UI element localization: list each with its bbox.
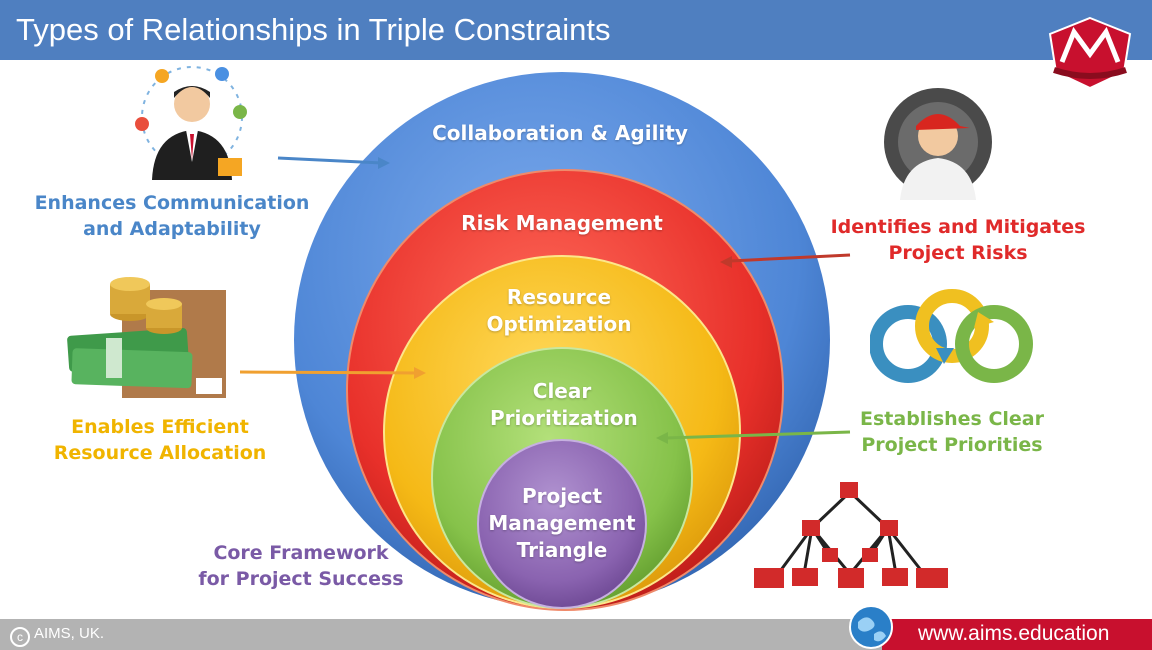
ring-triangle	[477, 439, 647, 609]
network-structure-icon	[754, 482, 948, 588]
label-core: Core Framework for Project Success	[198, 542, 404, 590]
label-communication: Enhances Communication and Adaptability	[34, 192, 310, 240]
ring-label-triangle: Project Management Triangle	[488, 484, 636, 562]
ring-label-prioritization: Clear Prioritization	[490, 379, 638, 430]
label-priorities: Establishes Clear Project Priorities	[860, 408, 1044, 456]
ring-label-risk: Risk Management	[461, 211, 663, 235]
arrow-resources	[239, 367, 426, 379]
footer-url-band	[882, 619, 1152, 650]
money-and-coins-icon	[67, 277, 226, 398]
ring-label-collaboration: Collaboration & Agility	[432, 121, 688, 145]
title-bar: Types of Relationships in Triple Constra…	[0, 0, 1152, 60]
page-title: Types of Relationships in Triple Constra…	[16, 12, 611, 47]
globe-icon	[849, 605, 893, 649]
engineer-with-gear-icon	[884, 88, 992, 200]
arrow-communication	[277, 156, 390, 169]
label-risks: Identifies and Mitigates Project Risks	[830, 216, 1086, 264]
cycle-arrows-icon	[870, 289, 1033, 383]
copyright-icon: c	[10, 627, 30, 647]
website-link[interactable]: www.aims.education	[918, 622, 1110, 645]
arrow-priorities	[656, 430, 851, 444]
label-resources: Enables Efficient Resource Allocation	[53, 416, 267, 464]
ring-label-resource: Resource Optimization	[486, 285, 632, 336]
customer-support-icon	[135, 66, 247, 180]
aims-crest-logo	[1048, 16, 1132, 90]
arrow-risks	[720, 253, 851, 268]
